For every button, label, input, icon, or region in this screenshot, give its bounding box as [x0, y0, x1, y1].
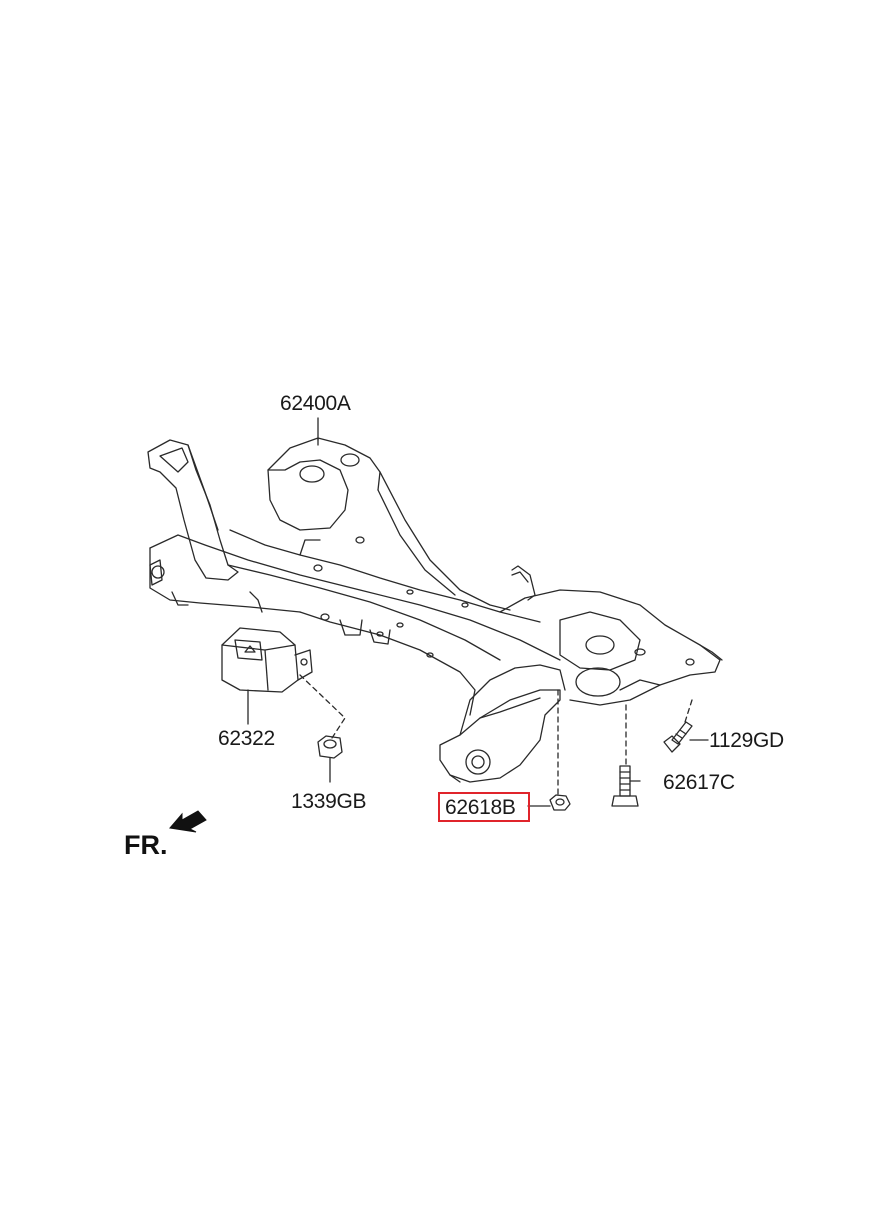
dashed-assembly-lines — [299, 674, 693, 796]
label-62617c: 62617C — [663, 771, 735, 794]
stay-bolt-illustration — [663, 721, 693, 753]
label-62618b: 62618B — [445, 796, 516, 819]
label-62400a: 62400A — [280, 392, 351, 415]
subframe-illustration — [147, 437, 723, 783]
highlight-box-62618b — [438, 792, 530, 822]
label-1339gb: 1339GB — [291, 790, 367, 813]
front-direction-label: FR. — [124, 830, 168, 860]
label-62322: 62322 — [218, 727, 275, 750]
front-direction-arrow-icon — [169, 810, 207, 833]
bracket-nut-illustration — [317, 735, 343, 759]
mount-bracket-illustration — [221, 627, 313, 693]
label-1129gd: 1129GD — [709, 729, 784, 752]
subframe-bolt-illustration — [611, 765, 639, 807]
subframe-nut-illustration — [549, 794, 571, 811]
leader-lines — [247, 417, 709, 807]
